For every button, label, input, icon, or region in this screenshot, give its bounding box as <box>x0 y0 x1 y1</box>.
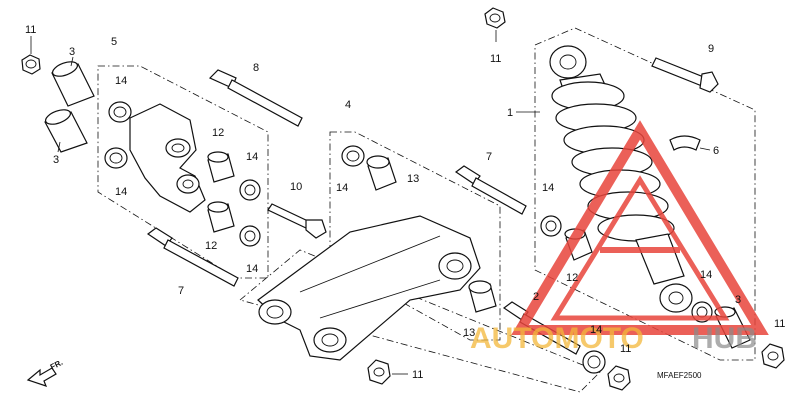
link-arm-5 <box>129 103 206 213</box>
callout-5: 5 <box>111 36 117 48</box>
watermark-triangle <box>511 120 769 335</box>
callout-14: 14 <box>115 186 127 198</box>
label-6 <box>669 135 701 151</box>
bearing-14-a <box>108 101 132 123</box>
callout-14: 14 <box>700 269 712 281</box>
cushion-arm <box>257 215 481 361</box>
front-arrow <box>26 367 57 387</box>
callout-14: 14 <box>336 182 348 194</box>
bolt-9 <box>651 57 719 93</box>
needle-bearing-13-a <box>366 155 397 191</box>
bearing-14-e <box>341 145 365 167</box>
nut-11-top <box>484 7 506 29</box>
bolt-7-right <box>454 165 527 215</box>
callout-2: 2 <box>533 291 539 303</box>
callout-11: 11 <box>774 318 785 330</box>
bearing-14-h <box>582 350 606 374</box>
callout-6: 6 <box>713 145 719 157</box>
bearing-14-f <box>540 215 562 237</box>
group-frame-1 <box>534 27 756 361</box>
callout-3: 3 <box>53 154 59 166</box>
watermark-text-part1: AUTOMOTO <box>470 322 644 355</box>
needle-bearing-12-b <box>207 201 235 233</box>
callout-7: 7 <box>178 285 184 297</box>
collar-3-lower <box>44 109 88 153</box>
callout-9: 9 <box>708 43 714 55</box>
callout-14: 14 <box>115 75 127 87</box>
callout-11: 11 <box>25 24 36 36</box>
callout-1: 1 <box>507 107 513 119</box>
callout-11: 11 <box>490 53 501 65</box>
leader-3-upper <box>70 56 74 67</box>
needle-bearing-13-b <box>468 280 497 313</box>
callout-4: 4 <box>345 99 351 111</box>
callout-14: 14 <box>246 263 258 275</box>
group-frame-lower <box>239 249 601 393</box>
bolt-7-left <box>146 227 239 287</box>
bearing-14-d <box>239 225 261 247</box>
callout-7: 7 <box>486 151 492 163</box>
leader-6 <box>699 147 711 151</box>
callout-14: 14 <box>246 151 258 163</box>
callout-12: 12 <box>212 127 224 139</box>
callout-3: 3 <box>69 46 75 58</box>
nut-11-bottom <box>367 359 391 385</box>
needle-bearing-12-a <box>207 151 235 183</box>
bearing-14-c <box>239 179 261 201</box>
reference-code: MFAEF2500 <box>657 371 702 380</box>
callout-10: 10 <box>290 181 302 193</box>
watermark-text-part2: HUB <box>692 322 757 355</box>
front-marker-text: FR. <box>49 358 65 372</box>
callout-11: 11 <box>412 369 423 381</box>
nut-11-lower-right <box>607 365 631 391</box>
callout-8: 8 <box>253 62 259 74</box>
callout-14: 14 <box>542 182 554 194</box>
callout-12: 12 <box>205 240 217 252</box>
bearing-14-b <box>104 147 128 169</box>
leader-3-lower <box>57 141 61 153</box>
bolt-8 <box>208 69 303 127</box>
callout-14: 14 <box>590 324 602 336</box>
callout-3: 3 <box>735 294 741 306</box>
bolt-10 <box>267 203 327 239</box>
callout-13: 13 <box>463 327 475 339</box>
callout-11: 11 <box>620 343 631 355</box>
callout-12: 12 <box>566 272 578 284</box>
nut-11-left <box>21 54 41 75</box>
collar-3-upper <box>51 61 95 107</box>
group-frame-5 <box>97 65 269 279</box>
callout-13: 13 <box>407 173 419 185</box>
nut-11-far-right <box>761 343 785 369</box>
